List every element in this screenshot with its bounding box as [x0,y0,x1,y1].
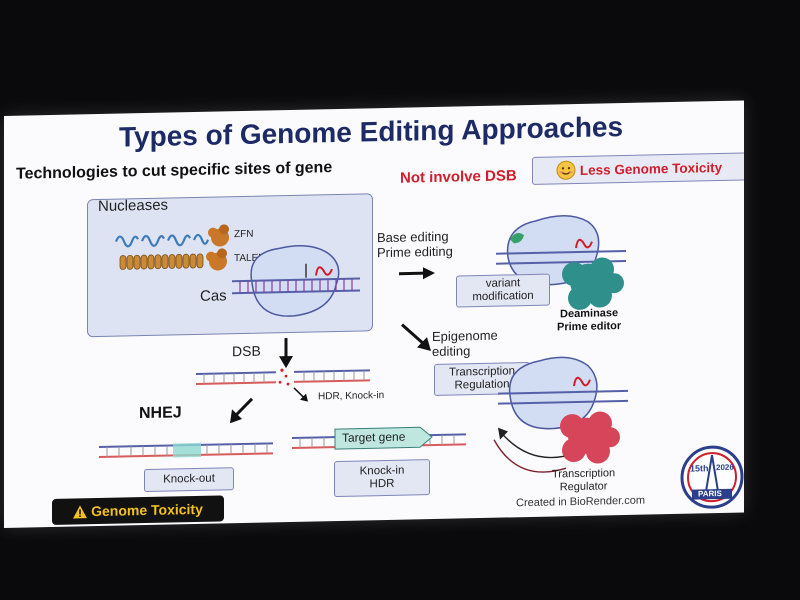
transcription-regulator-label: Transcription Regulator [552,467,615,494]
credit-text: Created in BioRender.com [516,494,646,510]
hdr-knockin-label: HDR, Knock-in [318,390,385,403]
arrow-to-nhej [230,397,254,424]
arrow-down-dsb [279,338,293,369]
base-editor-illustration [496,214,626,310]
less-toxicity-badge: Less Genome Toxicity [532,152,744,185]
not-involve-dsb-label: Not involve DSB [400,167,517,187]
target-gene-label: Target gene [342,429,406,445]
arrow-to-hdr [293,387,308,402]
genome-toxicity-warning: Genome Toxicity [52,495,224,525]
regulator-line2: Regulator [559,480,608,494]
logo-city: PARIS [698,488,722,499]
genome-toxicity-text: Genome Toxicity [91,500,203,520]
base-editing-label: Base editing Prime editing [377,228,453,261]
prime-editing-line2: Prime editing [377,243,453,261]
logo-year: 2026 [716,462,734,473]
regulator-line1: Transcription [552,467,616,481]
deaminase-line: Deaminase [560,307,619,321]
prime-editor-line: Prime editor [557,320,622,334]
conference-logo-icon [680,445,744,509]
knockin-hdr-box: Knock-in HDR [334,459,430,498]
talen-protein-icon [119,248,227,271]
logo-edition: 15th [690,463,709,474]
arrow-to-base-editing [399,267,435,280]
broken-dna-icon [196,368,370,386]
dsb-label: DSB [232,342,261,360]
zfn-protein-icon [114,224,229,248]
hdr-line: HDR [369,477,395,491]
warning-icon [73,504,88,519]
subtitle: Technologies to cut specific sites of ge… [16,159,333,183]
base-editing-line1: Base editing [377,228,449,246]
epigenome-line1: Epigenome [432,327,498,345]
variant-modification-box: variant modification [456,273,550,308]
knockout-box: Knock-out [144,467,234,493]
smile-icon [556,160,576,180]
slide: Types of Genome Editing Approaches Techn… [4,100,744,528]
page-title: Types of Genome Editing Approaches [119,111,624,153]
modification-line: modification [472,289,534,304]
target-gene-shape [334,426,433,450]
cas-protein-icon [232,245,360,317]
zfn-label: ZFN [234,228,254,241]
nucleases-title: Nucleases [98,196,169,216]
cas-label: Cas [200,287,227,305]
deaminase-label: Deaminase Prime editor [557,307,621,334]
less-toxicity-text: Less Genome Toxicity [579,159,723,178]
epigenome-editor-illustration [493,356,628,473]
knockout-dna-icon [99,442,273,459]
arrow-to-epigenome [400,323,431,352]
nhej-label: NHEJ [139,404,182,423]
